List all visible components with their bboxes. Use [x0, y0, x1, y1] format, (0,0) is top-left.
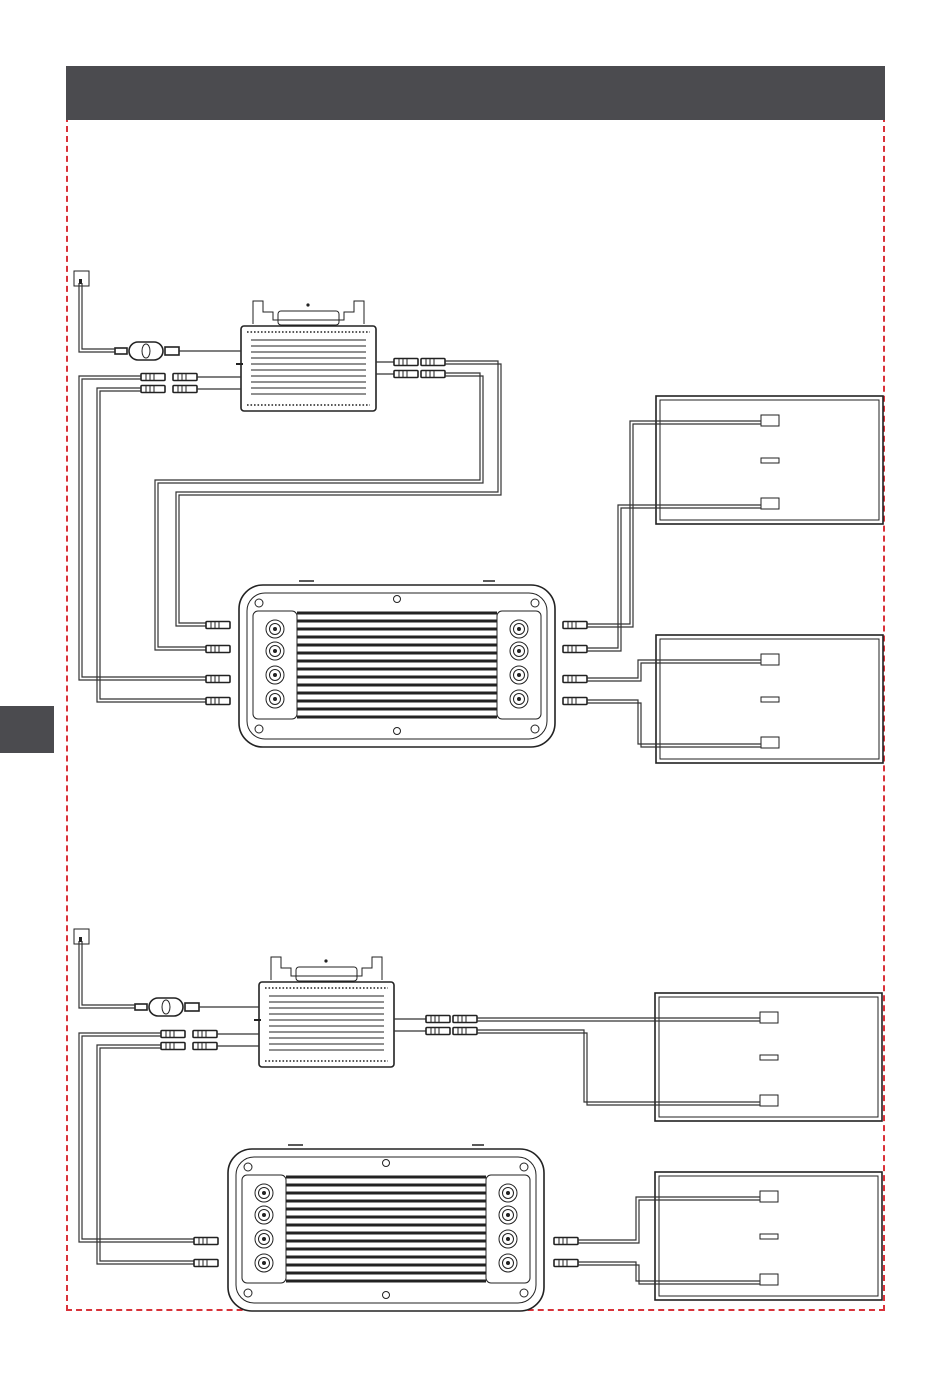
- microinverter-icon: [254, 957, 394, 1067]
- microinverter-icon: [236, 301, 376, 411]
- fuse-icon: [115, 342, 179, 360]
- scenario-2-diagram: [74, 929, 882, 1311]
- scenario-1-diagram: [74, 271, 883, 763]
- power-station-icon: [239, 581, 555, 747]
- fuse-icon: [135, 998, 199, 1016]
- power-station-icon: [228, 1145, 544, 1311]
